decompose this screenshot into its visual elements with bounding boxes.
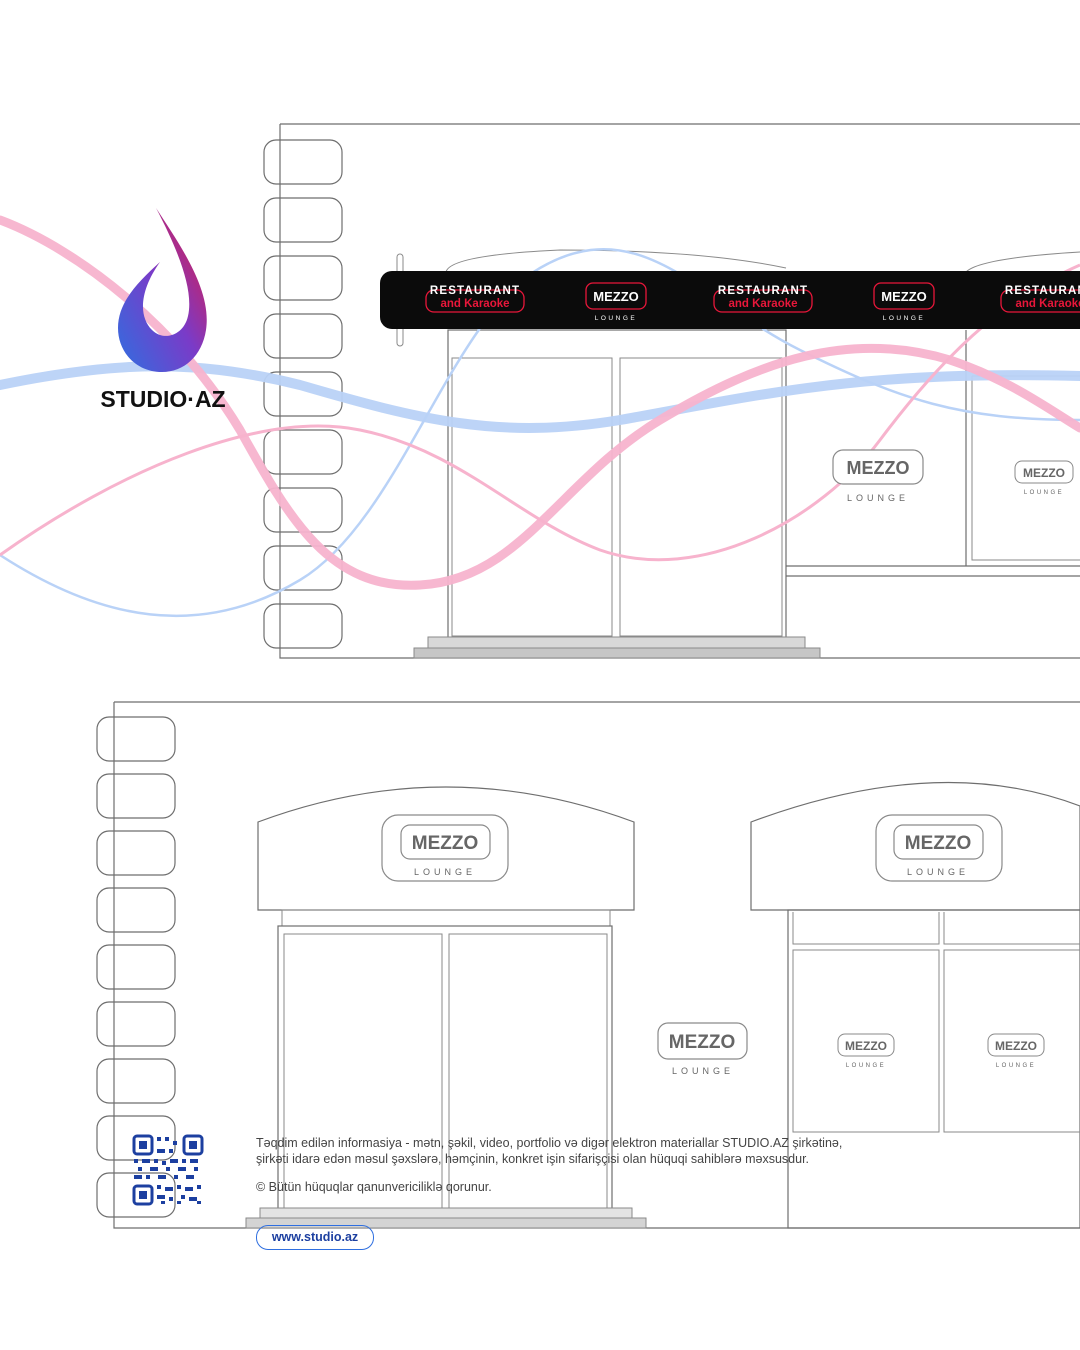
mezzo-label: MEZZO	[995, 1039, 1037, 1053]
mezzo-label: MEZZO	[881, 289, 927, 304]
disclaimer-text: Təqdim edilən informasiya - mətn, şəkil,…	[256, 1136, 876, 1167]
mezzo-sign: MEZZO LOUNGE	[873, 282, 935, 322]
lounge-label: LOUNGE	[883, 315, 925, 322]
mezzo-label: MEZZO	[593, 289, 639, 304]
restaurant-label: RESTAURANT	[430, 285, 520, 297]
mezzo-label: MEZZO	[669, 1032, 736, 1053]
mezzo-window-logo: MEZZO LOUNGE	[832, 449, 924, 503]
stone-column-bottom	[96, 716, 176, 1218]
mezzo-window-logo-small: MEZZO LOUNGE	[987, 1033, 1045, 1069]
lounge-label: LOUNGE	[414, 867, 476, 877]
mezzo-label: MEZZO	[1023, 466, 1065, 480]
restaurant-label: RESTAURANT	[718, 285, 808, 297]
copyright-text: © Bütün hüquqlar qanunvericiliklə qorunu…	[256, 1180, 492, 1194]
studio-az-logo: STUDIO·AZ	[100, 208, 226, 412]
restaurant-karaoke-sign: RESTAURANT and Karaoke	[1000, 285, 1080, 313]
mezzo-window-logo-small: MEZZO LOUNGE	[837, 1033, 895, 1069]
website-link[interactable]: www.studio.az	[256, 1225, 374, 1250]
entrance-door-top	[413, 329, 821, 659]
mezzo-label: MEZZO	[847, 458, 910, 478]
karaoke-label: and Karaoke	[440, 298, 509, 310]
restaurant-label: RESTAURANT	[1005, 285, 1080, 297]
flame-drop-icon	[118, 208, 207, 372]
restaurant-karaoke-sign: RESTAURANT and Karaoke	[713, 285, 813, 313]
lounge-label: LOUNGE	[847, 493, 909, 503]
mezzo-label: MEZZO	[845, 1039, 887, 1053]
lounge-label: LOUNGE	[1024, 490, 1064, 496]
restaurant-karaoke-sign: RESTAURANT and Karaoke	[425, 285, 525, 313]
shop-window-top	[786, 330, 1080, 577]
signboard-top: RESTAURANT and Karaoke MEZZO LOUNGE REST…	[380, 271, 1080, 329]
karaoke-label: and Karaoke	[1015, 298, 1080, 310]
facade-top	[263, 123, 1080, 659]
lounge-label: LOUNGE	[996, 1063, 1036, 1069]
shop-window-bottom	[787, 909, 1080, 1229]
lounge-label: LOUNGE	[907, 867, 969, 877]
mezzo-window-logo-small: MEZZO LOUNGE	[1014, 460, 1074, 496]
karaoke-label: and Karaoke	[728, 298, 797, 310]
lounge-label: LOUNGE	[595, 315, 637, 322]
mezzo-sign: MEZZO LOUNGE	[585, 282, 647, 322]
lounge-label: LOUNGE	[846, 1063, 886, 1069]
mezzo-label: MEZZO	[905, 833, 972, 854]
qr-code-icon	[132, 1134, 204, 1206]
mezzo-awning-logo: MEZZO LOUNGE	[875, 814, 1003, 882]
lounge-label: LOUNGE	[672, 1066, 734, 1076]
facade-bottom	[96, 701, 1080, 1229]
mezzo-awning-logo: MEZZO LOUNGE	[381, 814, 509, 882]
disclaimer-line: şirkəti idarə edən məsul şəxslərə, həmçi…	[256, 1151, 810, 1166]
entrance-door-bottom	[245, 925, 647, 1229]
mezzo-wall-logo: MEZZO LOUNGE	[657, 1022, 748, 1076]
brand-name: STUDIO·AZ	[100, 386, 225, 412]
disclaimer-line: Təqdim edilən informasiya - mətn, şəkil,…	[256, 1136, 843, 1150]
mezzo-label: MEZZO	[412, 833, 479, 854]
